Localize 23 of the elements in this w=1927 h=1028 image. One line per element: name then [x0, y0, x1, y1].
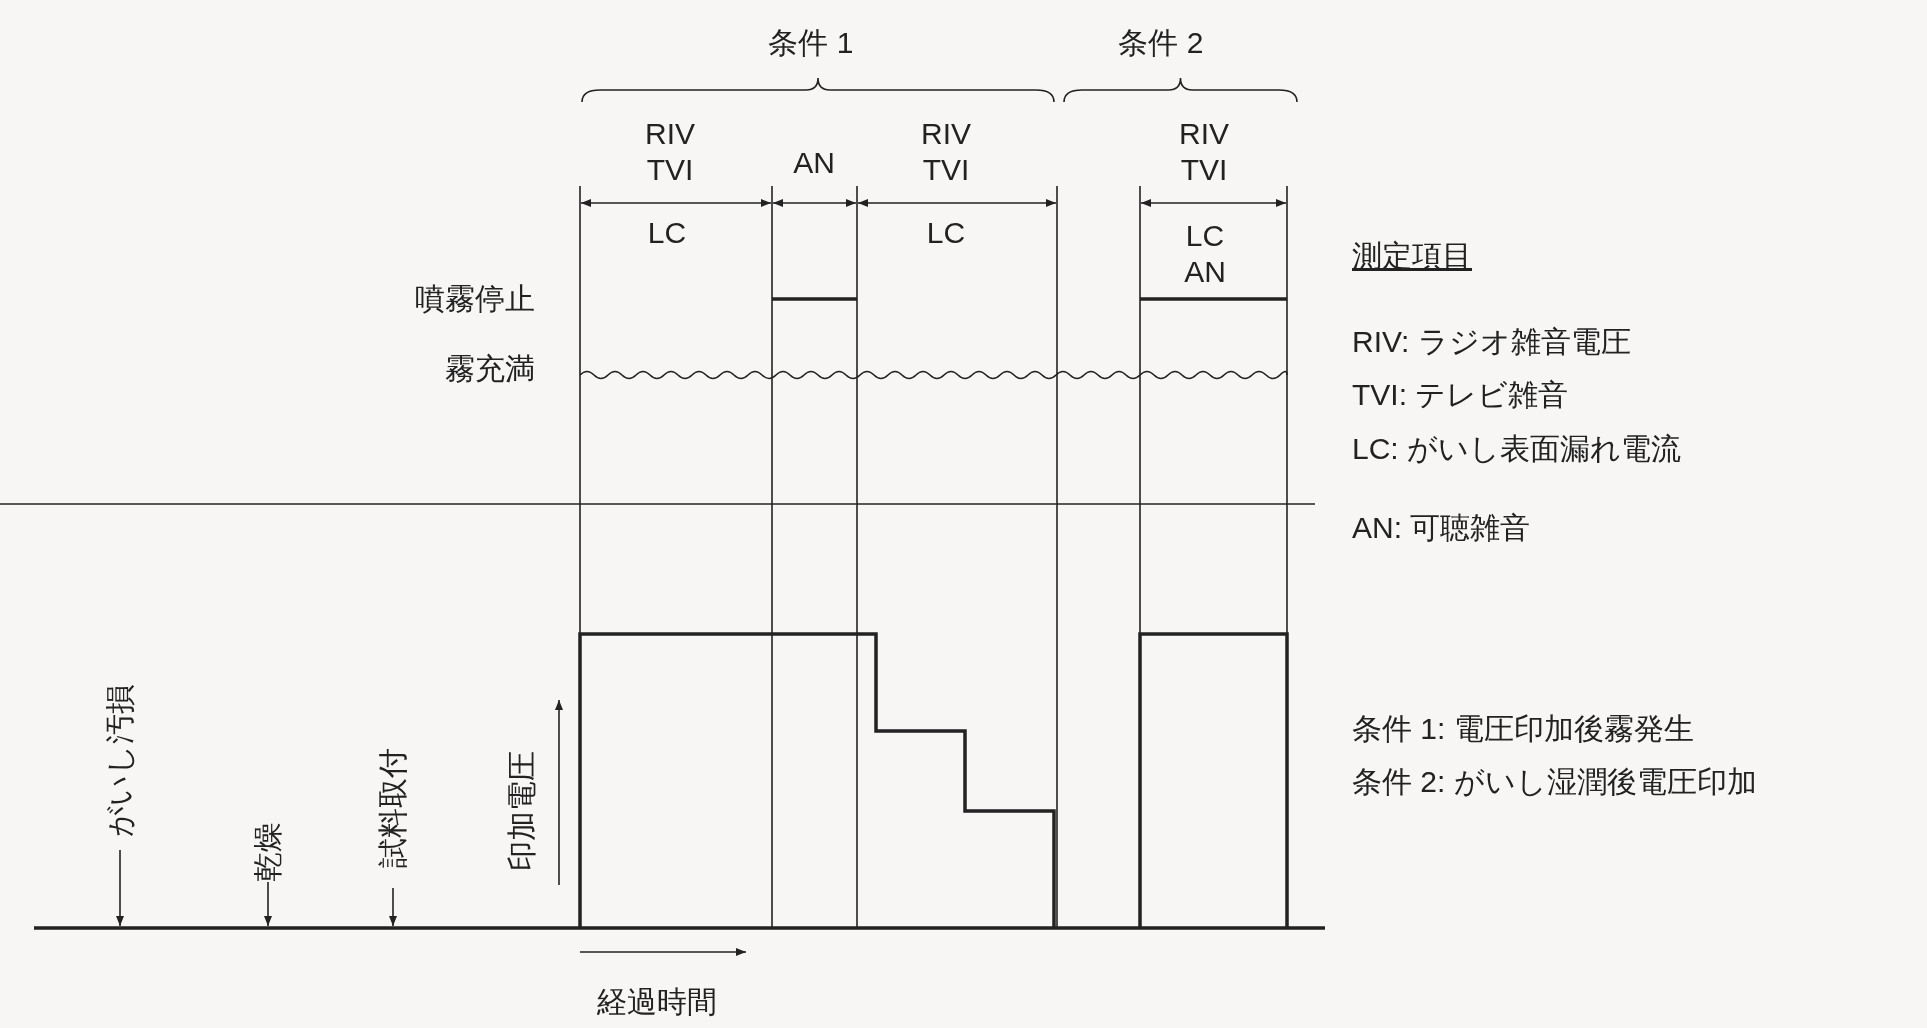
legend-text: 条件 1: 電圧印加後霧発生	[1352, 711, 1694, 747]
state-label: 噴霧停止	[415, 281, 535, 317]
event-label: 試料取付	[375, 748, 410, 868]
legend-text: AN: 可聴雑音	[1352, 510, 1531, 546]
condition-label: 条件 1	[768, 25, 854, 61]
measurement-label: LC	[647, 215, 687, 251]
axis-label: 印加電圧	[504, 751, 539, 871]
legend-heading: 測定項目	[1352, 238, 1472, 274]
measurement-label: RIV TVI	[920, 116, 972, 188]
event-label: がいし汚損	[102, 683, 137, 837]
measurement-label: AN	[793, 145, 835, 181]
state-label: 霧充満	[445, 351, 535, 387]
event-label: 乾燥	[250, 822, 285, 882]
legend-text: 条件 2: がいし湿潤後電圧印加	[1352, 764, 1757, 800]
axis-label: 経過時間	[597, 984, 717, 1020]
measurement-label: LC AN	[1183, 218, 1227, 290]
legend-text: LC: がいし表面漏れ電流	[1352, 431, 1682, 467]
legend-text: TVI: テレビ雑音	[1352, 377, 1569, 413]
measurement-label: RIV TVI	[644, 116, 696, 188]
measurement-label: RIV TVI	[1178, 116, 1230, 188]
legend-text: RIV: ラジオ雑音電圧	[1352, 324, 1631, 360]
condition-label: 条件 2	[1118, 25, 1204, 61]
measurement-label: LC	[926, 215, 966, 251]
